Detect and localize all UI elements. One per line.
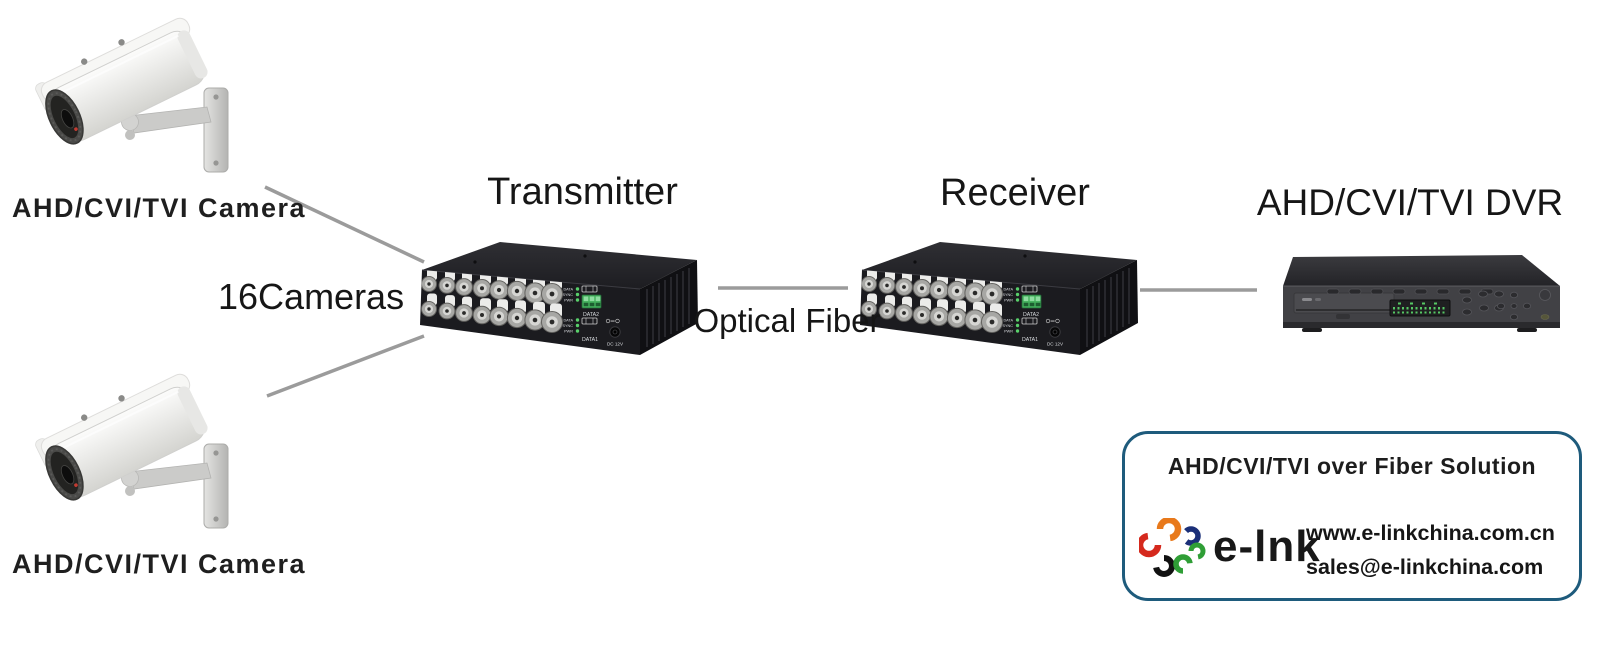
logo-mark-red	[1139, 532, 1162, 558]
elink-logo-icon	[1139, 518, 1206, 577]
email-text: sales@e-linkchina.com	[1306, 555, 1544, 579]
camera-bottom-image	[6, 360, 246, 545]
receiver-device	[855, 232, 1145, 364]
logo-mark-green-right	[1188, 542, 1206, 560]
line-camera-top-to-transmitter	[264, 185, 425, 264]
logo-mark-navy	[1181, 526, 1201, 546]
camera-bottom-label: AHD/CVI/TVI Camera	[12, 549, 307, 579]
camera-top-label: AHD/CVI/TVI Camera	[12, 193, 307, 223]
logo-mark-black	[1153, 555, 1175, 577]
logo-mark-orange	[1156, 518, 1182, 542]
optical-fiber-label: Optical Fiber	[693, 302, 881, 339]
website-text: www.e-linkchina.com.cn	[1306, 521, 1555, 545]
info-box: AHD/CVI/TVI over Fiber Solution e-lnk ww…	[1122, 431, 1582, 601]
brand-name: e-lnk	[1213, 522, 1321, 571]
line-camera-bottom-to-transmitter	[266, 334, 425, 398]
cameras-count-label: 16Cameras	[218, 276, 405, 317]
transmitter-label: Transmitter	[487, 171, 678, 213]
dvr-device	[1262, 238, 1562, 334]
camera-top-image	[6, 4, 246, 189]
dvr-label: AHD/CVI/TVI DVR	[1256, 182, 1564, 223]
logo-mark-green-bottom	[1173, 554, 1193, 574]
receiver-label: Receiver	[940, 172, 1090, 214]
transmitter-device	[415, 232, 705, 364]
info-box-title: AHD/CVI/TVI over Fiber Solution	[1167, 453, 1537, 479]
